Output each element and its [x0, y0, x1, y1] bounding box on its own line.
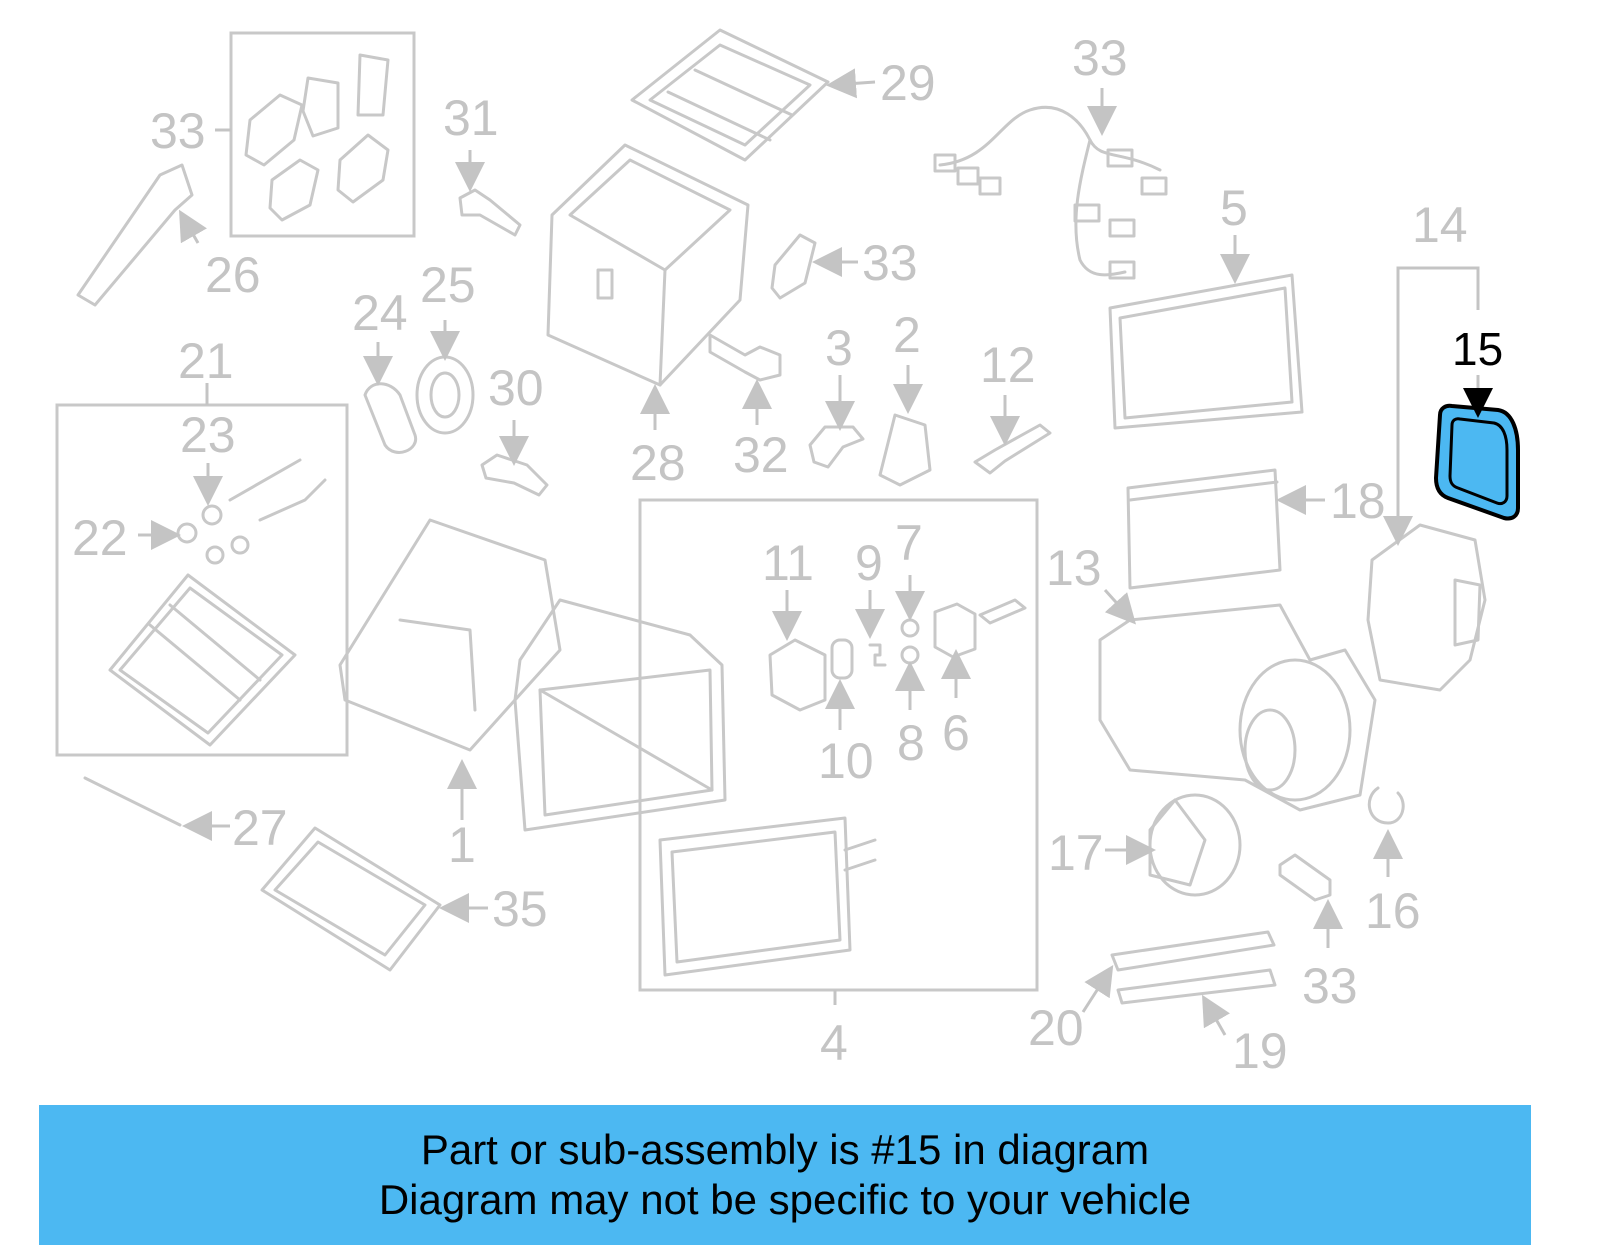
part-18-filter	[1126, 468, 1282, 590]
parts-diagram: 33 26 31 29 33 33 5 14 15 24 25 30 3 2 1…	[55, 28, 1520, 1079]
part-7-8-orings	[900, 618, 920, 665]
callout-10: 10	[818, 733, 874, 789]
bracket-14	[1396, 266, 1480, 500]
part-33-sensor-right	[1278, 853, 1332, 902]
part-33-sensors	[244, 53, 390, 222]
callout-27: 27	[232, 800, 288, 856]
part-22-23-orings	[176, 504, 250, 565]
callout-4: 4	[820, 1015, 848, 1071]
part-24-grommet	[363, 382, 418, 454]
part-32-sensor	[708, 333, 782, 382]
part-9-clip	[868, 643, 887, 667]
callout-24: 24	[352, 285, 408, 341]
part-6-expansion-valve	[933, 598, 1027, 659]
part-11-valve	[768, 638, 827, 712]
part-1-housing	[338, 518, 727, 832]
callout-33-mid: 33	[862, 235, 918, 291]
part-26-actuator-rod	[76, 163, 194, 307]
callout-30: 30	[488, 360, 544, 416]
callout-25: 25	[420, 257, 476, 313]
callout-19: 19	[1232, 1023, 1288, 1079]
group-box-21	[55, 403, 349, 757]
callout-32: 32	[733, 427, 789, 483]
part-28-housing	[546, 143, 750, 387]
part-10-gasket	[830, 638, 854, 680]
part-17-motor	[1148, 793, 1242, 897]
callout-5: 5	[1220, 180, 1248, 236]
callout-35: 35	[492, 881, 548, 937]
callout-13: 13	[1046, 540, 1102, 596]
callout-33-topleft: 33	[150, 103, 206, 159]
part-5-frame	[1108, 273, 1304, 430]
part-2-bracket	[878, 413, 932, 487]
callout-21: 21	[178, 333, 234, 389]
callout-17: 17	[1048, 825, 1104, 881]
part-33-sensor-mid	[770, 233, 817, 300]
callout-3: 3	[825, 320, 853, 376]
callout-2: 2	[893, 307, 921, 363]
part-12-bolt	[973, 423, 1052, 475]
part-27-rod	[83, 776, 182, 827]
callout-29: 29	[880, 55, 936, 111]
part-15-gasket-highlighted[interactable]	[1434, 403, 1520, 521]
part-21-heater-core	[108, 458, 327, 747]
part-13-blower-housing	[1098, 603, 1377, 812]
callout-11: 11	[762, 535, 814, 591]
group-box-4	[638, 498, 1039, 992]
part-25-seal	[415, 355, 475, 435]
part-34-harness	[933, 105, 1168, 280]
part-29-frame	[630, 28, 830, 162]
callout-26: 26	[205, 247, 261, 303]
info-banner: Part or sub-assembly is #15 in diagram D…	[39, 1105, 1531, 1245]
callout-6: 6	[942, 705, 970, 761]
part-3-bolt	[808, 425, 865, 469]
callout-28: 28	[630, 435, 686, 491]
callout-16: 16	[1365, 883, 1421, 939]
callout-33-right: 33	[1302, 958, 1358, 1014]
callout-8: 8	[897, 715, 925, 771]
part-16-clip	[1367, 786, 1405, 825]
part-4-evaporator	[658, 816, 877, 977]
callout-31: 31	[443, 90, 499, 146]
part-14-housing	[1366, 523, 1487, 692]
part-30-sensor	[480, 453, 549, 497]
part-35-heater	[260, 826, 442, 972]
callout-12: 12	[980, 337, 1036, 393]
callout-14: 14	[1412, 197, 1468, 253]
callout-9: 9	[855, 535, 883, 591]
callout-22: 22	[72, 510, 128, 566]
callout-23: 23	[180, 407, 236, 463]
part-31-sensor	[458, 188, 522, 237]
banner-line-part: Part or sub-assembly is #15 in diagram	[420, 1126, 1150, 1173]
callout-7: 7	[895, 515, 923, 571]
callout-15-highlighted: 15	[1452, 323, 1503, 375]
part-20-trim	[1110, 930, 1276, 972]
callout-1: 1	[448, 817, 476, 873]
callout-20: 20	[1028, 1000, 1084, 1056]
callout-18: 18	[1330, 473, 1386, 529]
callout-34: 33	[1072, 30, 1128, 86]
banner-line-disclaimer: Diagram may not be specific to your vehi…	[378, 1176, 1192, 1223]
group-box-33	[229, 31, 416, 238]
part-19-trim	[1116, 968, 1277, 1005]
